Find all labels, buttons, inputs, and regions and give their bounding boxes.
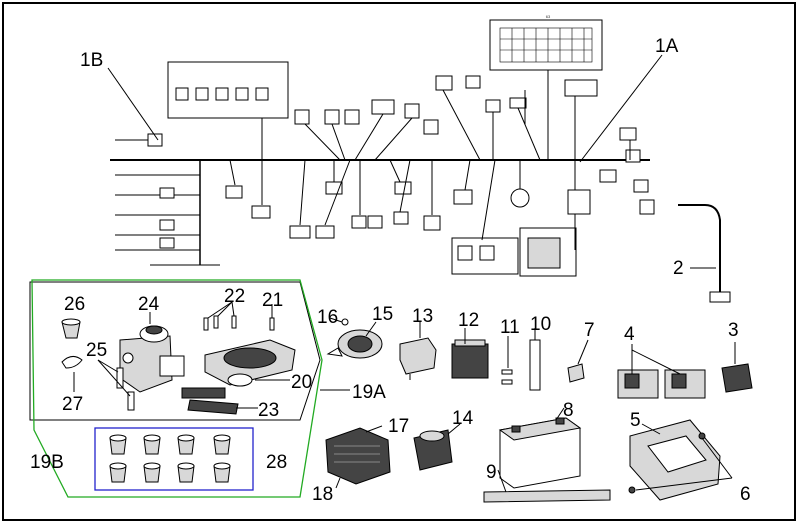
part-8-battery — [498, 407, 582, 489]
part-12-relay — [451, 339, 489, 379]
part-14-coil — [413, 429, 453, 471]
part-24-throttle-body — [119, 325, 185, 393]
clip-28 — [143, 462, 161, 483]
callout-11: 11 — [500, 317, 520, 338]
part-9-battery-strap — [483, 469, 611, 503]
callout-9: 9 — [486, 462, 497, 483]
wiring-harness: 63 — [107, 14, 663, 277]
ecu-connector-pins — [499, 27, 593, 63]
connector-cluster-mid — [294, 75, 541, 161]
part-7-sensor — [567, 339, 589, 383]
diagram-border — [2, 2, 796, 521]
fuse-box-connector — [564, 79, 598, 97]
callout-27: 27 — [62, 394, 83, 415]
callout-14: 14 — [452, 408, 474, 429]
part-20-idle-control — [204, 339, 296, 387]
part-11-bolts — [501, 336, 513, 385]
connector — [625, 149, 641, 163]
leader-1a — [579, 54, 663, 163]
group-28-box — [94, 427, 254, 491]
connector — [159, 187, 175, 199]
part-2-sensor-cable — [678, 204, 731, 303]
connector — [619, 127, 637, 141]
part-26-cap — [61, 318, 81, 339]
part-27-clip — [61, 356, 83, 369]
connector-panel-top-left — [167, 61, 289, 119]
part-23-sensor — [181, 387, 239, 415]
callout-6: 6 — [740, 484, 751, 505]
clip-28 — [177, 434, 195, 455]
connector — [159, 219, 175, 231]
group-19b-outline — [31, 279, 323, 498]
callout-28: 28 — [266, 452, 287, 473]
callout-1a: 1A — [655, 36, 679, 57]
connector — [159, 237, 175, 249]
callout-10: 10 — [530, 314, 551, 335]
leader-1b — [107, 67, 159, 141]
part-21-screw — [269, 304, 275, 331]
callout-18: 18 — [312, 484, 333, 505]
callout-3: 3 — [728, 320, 739, 341]
callout-2: 2 — [673, 258, 684, 279]
callout-15: 15 — [372, 304, 393, 325]
clip-28 — [109, 462, 127, 483]
part-3-relay — [721, 363, 753, 393]
callout-1b: 1B — [80, 50, 103, 71]
clip-28 — [109, 434, 127, 455]
part-13-relay — [399, 337, 437, 380]
clip-28 — [177, 462, 195, 483]
callout-labels: 1A1B2345678910111213141516171819A19B2021… — [30, 36, 751, 505]
callout-19a: 19A — [352, 382, 386, 403]
ecu-connector-block — [489, 19, 603, 71]
part-17-regulator — [325, 425, 391, 485]
harness-left-leads — [115, 139, 200, 251]
part-25-bolts — [97, 359, 135, 411]
callout-24: 24 — [138, 294, 160, 315]
callout-12: 12 — [458, 310, 479, 331]
clip-28 — [143, 434, 161, 455]
callout-19b: 19B — [30, 452, 64, 473]
harness-top-badge: 63 — [546, 14, 551, 19]
connector-1b — [147, 133, 163, 147]
callout-25: 25 — [86, 340, 107, 361]
callout-26: 26 — [64, 294, 85, 315]
callout-20: 20 — [291, 372, 312, 393]
part-5-ecu — [628, 419, 721, 501]
callout-8: 8 — [563, 400, 574, 421]
part-16-fastener — [329, 317, 349, 326]
callout-7: 7 — [584, 320, 595, 341]
callout-4: 4 — [624, 324, 635, 345]
harness-lower-connectors — [225, 159, 655, 277]
callout-5: 5 — [630, 410, 641, 431]
part-28-clip-set — [109, 434, 231, 483]
callout-23: 23 — [258, 400, 279, 421]
part-15-horn — [326, 329, 383, 359]
part-22-screws — [203, 301, 237, 331]
callout-16: 16 — [317, 307, 338, 328]
leader-6 — [635, 477, 733, 491]
group-19a-outline — [29, 281, 321, 421]
clip-28 — [213, 462, 231, 483]
connector-row — [175, 87, 269, 101]
part-10-fuse — [529, 328, 541, 391]
part-4-relay-pair — [617, 344, 706, 399]
callout-22: 22 — [224, 286, 245, 307]
callout-17: 17 — [388, 416, 409, 437]
clip-28 — [213, 434, 231, 455]
callout-21: 21 — [262, 290, 283, 311]
callout-13: 13 — [412, 306, 433, 327]
